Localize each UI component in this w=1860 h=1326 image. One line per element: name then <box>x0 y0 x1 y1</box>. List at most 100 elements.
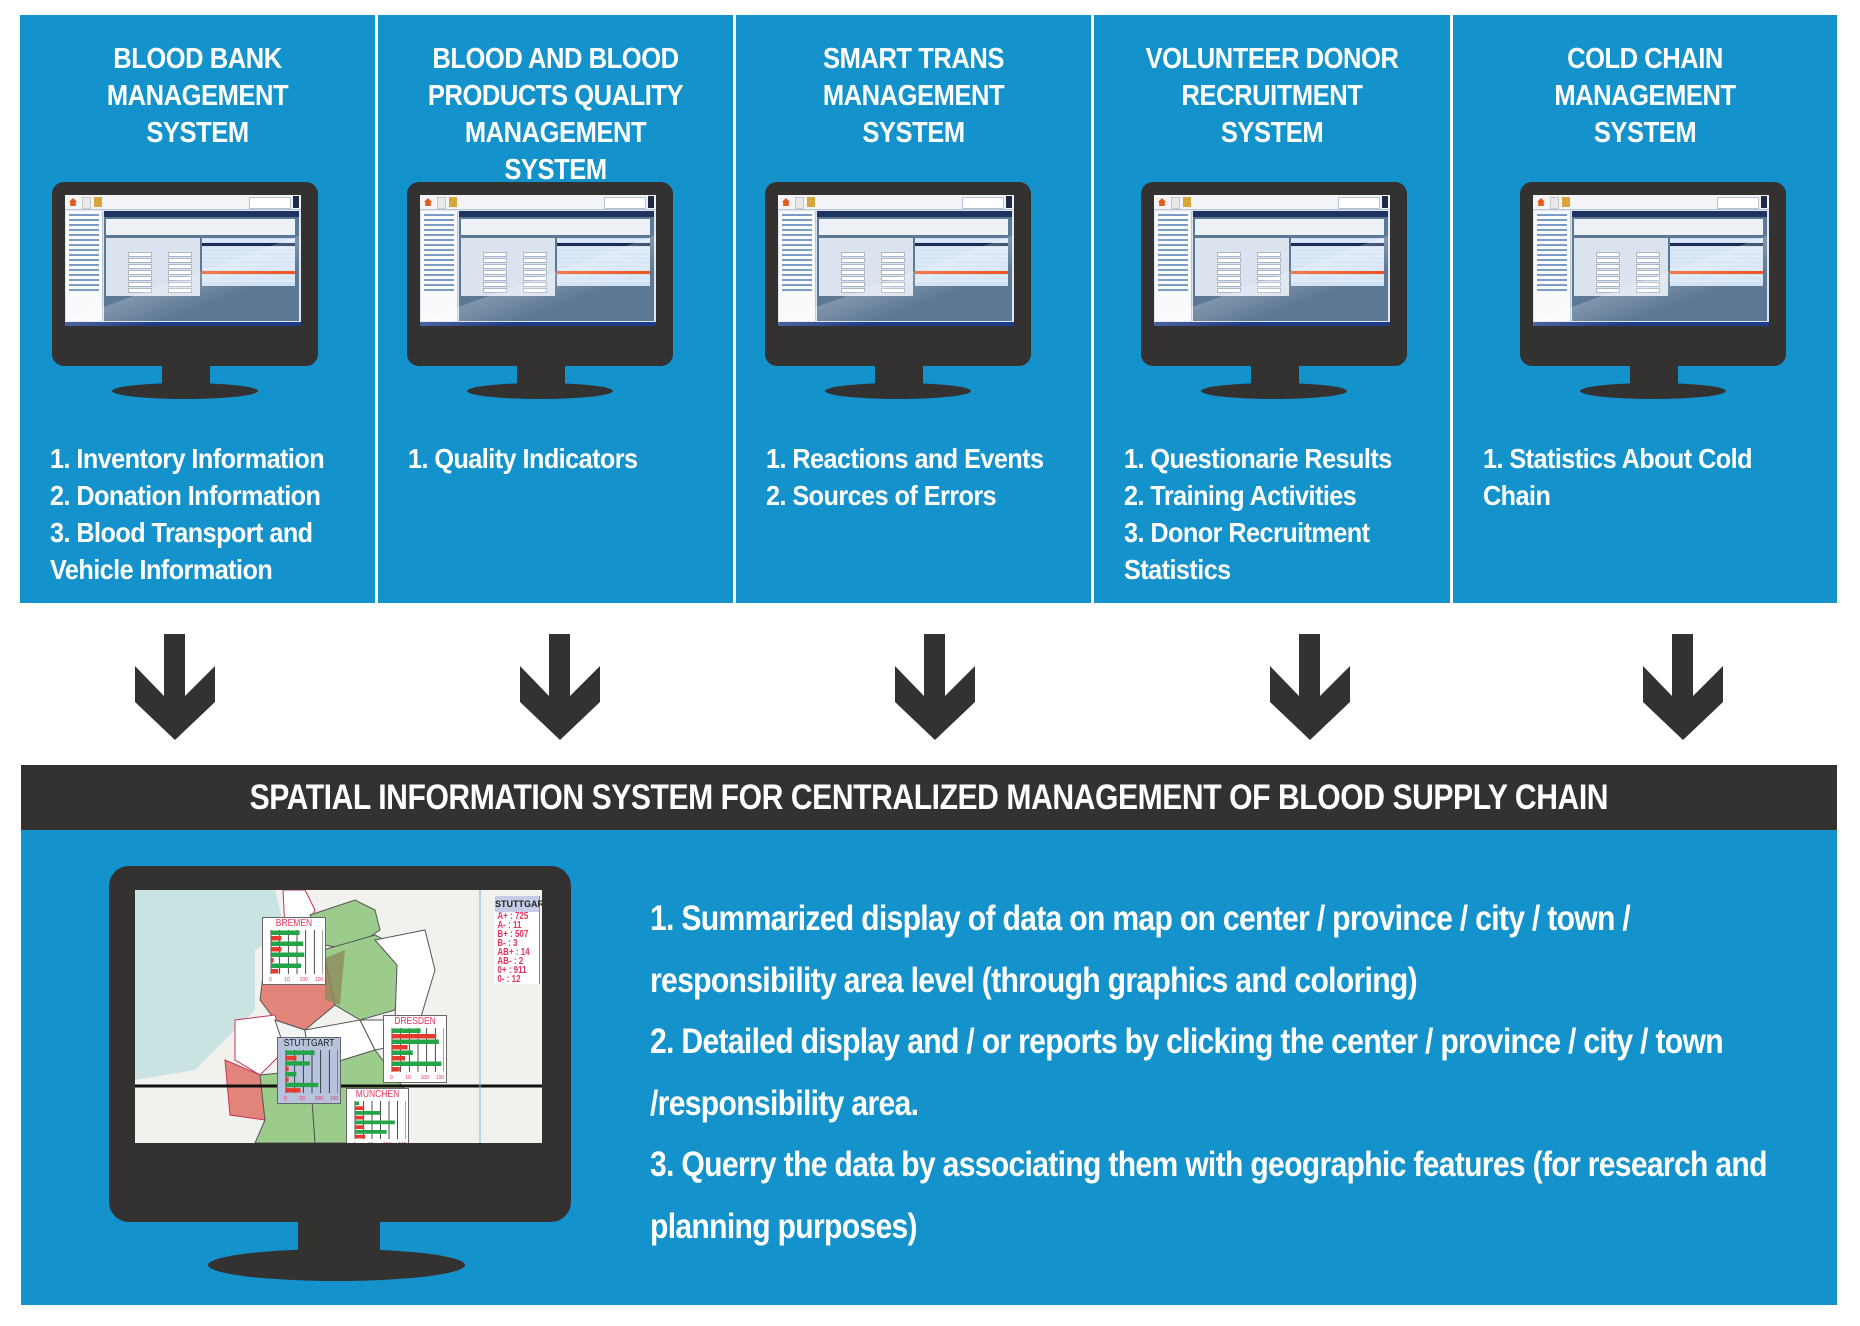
city-chart-bar <box>271 930 300 935</box>
system-feature-list: 1. Questionarie Results 2. Training Activ… <box>1124 440 1405 588</box>
city-chart-bar <box>392 1028 421 1033</box>
system-title-line: MANAGEMENT <box>822 80 1005 112</box>
city-chart-bar <box>271 947 282 952</box>
central-system-banner: SPATIAL INFORMATION SYSTEM FOR CENTRALIZ… <box>21 765 1837 830</box>
arrow-down-icon <box>1641 634 1725 740</box>
city-chart[interactable]: DRESDEN0101001000 <box>383 1015 447 1083</box>
system-feature-item: 3. Blood Transport and Vehicle Informati… <box>50 517 313 585</box>
city-chart-bar <box>286 1088 301 1093</box>
city-chart[interactable]: BREMEN0101001000 <box>262 917 326 985</box>
system-feature-list: 1. Quality Indicators <box>408 440 688 477</box>
monitor-icon <box>52 182 318 400</box>
city-chart-bar <box>286 1072 297 1077</box>
monitor-base <box>1201 383 1347 399</box>
system-title-line: SYSTEM <box>1593 117 1697 149</box>
city-chart-bar <box>286 1055 297 1061</box>
user-icon <box>1006 196 1012 208</box>
city-chart-plot: 0101001000 <box>353 1101 406 1143</box>
city-chart-bar <box>286 1082 319 1088</box>
city-chart-bar <box>286 1066 289 1071</box>
app-screenshot <box>1154 195 1390 326</box>
city-chart-title: DRESDEN <box>394 1016 436 1027</box>
map-view[interactable]: STUTTGART A+ : 725 A- : 11 B+ : 507 B- :… <box>135 890 542 1143</box>
city-chart-plot: 0 10 100 1000 <box>284 1050 338 1101</box>
home-icon <box>1537 198 1545 206</box>
city-chart-bar <box>355 1101 360 1106</box>
arrow-down-icon <box>133 634 217 740</box>
stats-row: A+ : 725 <box>497 911 529 922</box>
city-chart-axis-label: 1000 <box>330 1096 338 1101</box>
system-feature-list: 1. Statistics About Cold Chain <box>1483 440 1789 514</box>
city-chart-axis-label: 10 <box>299 1096 305 1101</box>
system-title-line: SYSTEM <box>504 154 607 186</box>
stats-row: 0- : 12 <box>497 974 521 985</box>
arrow-down-icon <box>893 634 977 740</box>
system-feature-item: 2. Donation Information <box>50 480 321 511</box>
app-screenshot <box>1533 195 1769 326</box>
city-chart-axis-label: 1000 <box>315 977 323 982</box>
stats-row: AB- : 2 <box>497 956 524 967</box>
system-title-line: SYSTEM <box>1220 117 1324 149</box>
user-icon <box>1382 196 1388 208</box>
monitor-base <box>208 1249 465 1281</box>
user-icon <box>1761 196 1767 208</box>
city-chart-axis-label: 10 <box>284 977 290 982</box>
stats-panel-city: STUTTGART <box>495 896 542 912</box>
monitor-base <box>112 383 258 399</box>
city-chart-bar <box>392 1039 439 1044</box>
city-chart-bar <box>392 1034 437 1039</box>
document-icon <box>795 197 804 209</box>
city-chart-bar <box>355 1111 381 1115</box>
germany-map <box>135 890 542 1143</box>
monitor-icon <box>1141 182 1407 400</box>
system-feature-item: 1. Reactions and Events <box>766 443 1044 474</box>
city-chart-plot: 0 10 100 1000 <box>269 930 323 982</box>
city-chart-axis-label: 0 <box>284 1096 287 1101</box>
city-chart-bar <box>271 958 274 963</box>
user-icon <box>293 196 299 208</box>
system-title-line: MANAGEMENT <box>1554 80 1736 112</box>
city-chart-axis-label: 0 <box>269 977 272 982</box>
user-icon <box>648 196 654 208</box>
books-icon <box>807 197 815 207</box>
books-icon <box>94 197 102 207</box>
city-chart-bar <box>286 1061 310 1066</box>
stats-row: B+ : 507 <box>497 929 529 940</box>
central-system-title: SPATIAL INFORMATION SYSTEM FOR CENTRALIZ… <box>249 777 1609 817</box>
city-chart[interactable]: MÜNCHEN0101001000 <box>346 1088 409 1143</box>
system-title-line: SYSTEM <box>146 117 249 149</box>
system-title-line: RECRUITMENT <box>1181 80 1363 112</box>
app-screenshot <box>778 195 1014 326</box>
city-chart-axis-label: 100 <box>421 1075 430 1080</box>
document-icon <box>1550 197 1559 209</box>
books-icon <box>1183 197 1191 207</box>
system-feature-item: 2. Training Activities <box>1124 480 1357 511</box>
city-chart-axis-label: 1000 <box>436 1075 444 1080</box>
arrow-down-icon <box>518 634 602 740</box>
city-chart-bar <box>271 969 279 974</box>
city-chart-bar <box>355 1134 366 1139</box>
city-chart-axis-label: 1000 <box>398 1142 406 1143</box>
document-icon <box>437 197 446 209</box>
system-feature-item: 1. Questionarie Results <box>1124 443 1392 474</box>
city-chart-axis-label: 100 <box>300 977 309 982</box>
stats-panel[interactable]: STUTTGART A+ : 725 A- : 11 B+ : 507 B- :… <box>495 896 542 985</box>
city-chart-bar <box>392 1061 442 1066</box>
central-feature-item: 1. Summarized display of data on map on … <box>650 899 1631 1000</box>
app-screenshot <box>420 195 656 326</box>
system-title: SMART TRANS MANAGEMENT SYSTEM <box>757 41 1069 152</box>
city-chart-title: MÜNCHEN <box>355 1089 400 1100</box>
city-chart-axis-label: 0 <box>390 1075 393 1080</box>
city-chart-bar <box>392 1067 400 1072</box>
system-title-line: SYSTEM <box>862 117 965 149</box>
stats-row: A- : 11 <box>497 920 522 931</box>
system-title-line: SMART TRANS <box>823 43 1004 75</box>
city-chart[interactable]: STUTTGART0101001000 <box>277 1037 341 1104</box>
city-chart-axis-label: 0 <box>353 1142 356 1143</box>
city-chart-axis-label: 100 <box>315 1096 324 1101</box>
home-icon <box>69 198 77 206</box>
